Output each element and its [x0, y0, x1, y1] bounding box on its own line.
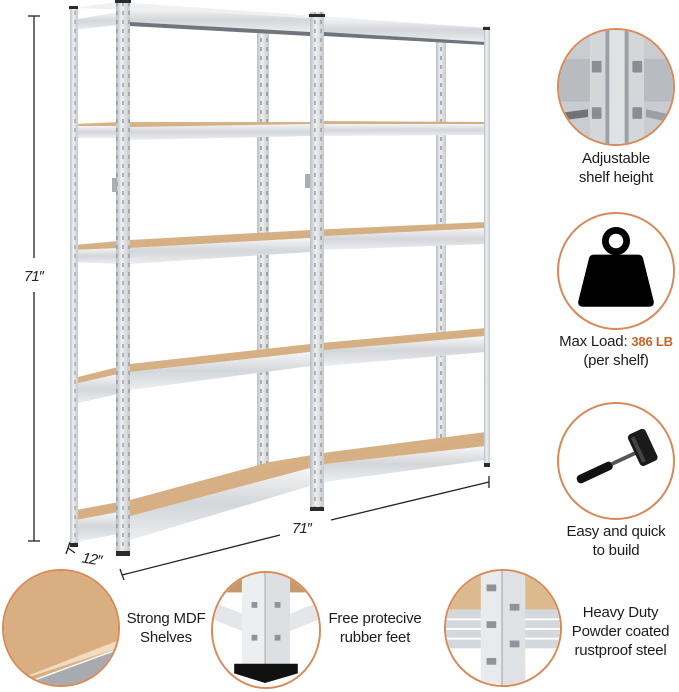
mdf-caption: Strong MDF Shelves [126, 610, 206, 646]
rubber-feet-closeup-circle [211, 571, 321, 689]
shelf-tier-4 [74, 328, 486, 404]
easy-build-circle [557, 402, 675, 520]
shelving-illustration [28, 0, 490, 580]
max-load-circle [557, 212, 675, 330]
easy-build-caption: Easy and quick to build [566, 523, 666, 559]
rubber-foot-closeup-icon [213, 573, 319, 687]
shelf-tier-3 [74, 222, 486, 264]
steel-upright-closeup-icon [446, 571, 560, 685]
mdf-board-closeup-icon [4, 571, 118, 685]
top-caps [69, 0, 490, 30]
max-load-caption: Max Load: 386 LB (per shelf) [559, 333, 673, 369]
connector-brackets [112, 174, 310, 192]
height-label: 71″ [24, 268, 44, 285]
depth-dimension-line [65, 541, 76, 555]
rubber-feet [70, 463, 490, 556]
depth-label: 12″ [80, 549, 103, 570]
rubber-feet-caption: Free protecive rubber feet [328, 610, 422, 646]
front-posts [70, 2, 490, 554]
rubber-mallet-icon [576, 428, 658, 484]
steel-caption: Heavy Duty Powder coated rustproof steel [571, 604, 670, 659]
weight-icon [578, 227, 654, 307]
shelf-corner-closeup-icon [559, 30, 673, 144]
adjustable-closeup-circle [557, 28, 675, 146]
mdf-closeup-circle [2, 569, 120, 687]
shelf-tier-5 [76, 432, 486, 542]
max-load-value: 386 LB [631, 334, 673, 349]
shelving-units-drawing [28, 0, 490, 580]
shelf-tier-1 [72, 2, 490, 45]
height-dimension-line [28, 15, 40, 542]
steel-closeup-circle [444, 569, 562, 687]
width-dimension-line [119, 476, 490, 580]
shelf-tier-2 [74, 121, 486, 140]
width-label: 71″ [292, 520, 312, 537]
adjustable-caption: Adjustable shelf height [578, 150, 654, 186]
